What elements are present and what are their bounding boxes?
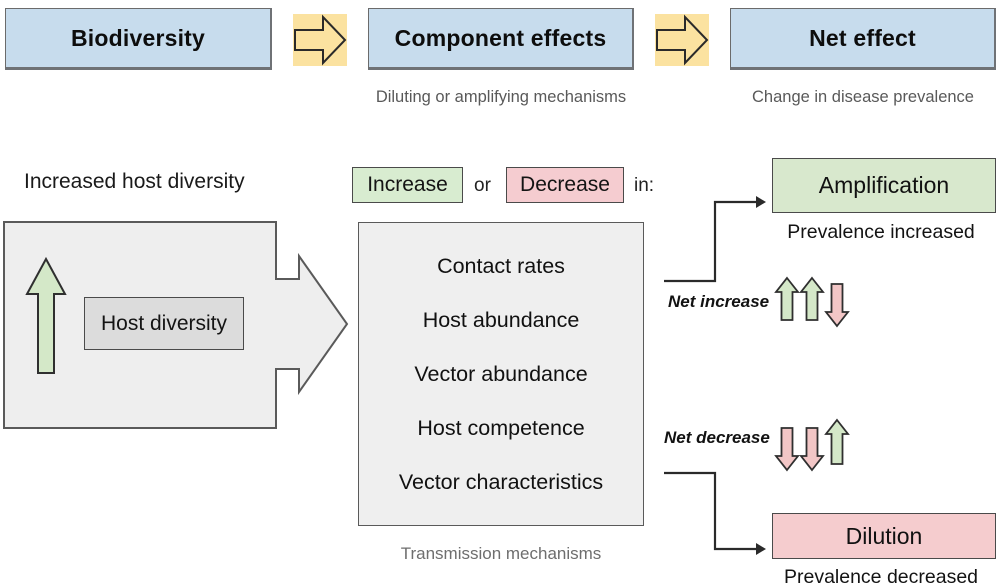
header-box-component-effects-label: Component effects [394, 24, 607, 51]
net-decrease-label: Net decrease [664, 428, 770, 447]
outcome-box-dilution-label: Dilution [845, 522, 923, 549]
header-caption-net-effect: Change in disease prevalence [752, 88, 974, 106]
green-up-arrow-icon [824, 418, 850, 465]
green-up-arrow-icon [799, 276, 825, 321]
net-increase-label: Net increase [668, 292, 770, 311]
list-item: Vector characteristics [398, 469, 604, 494]
elbow-arrow-down-icon [664, 471, 766, 555]
host-diversity-box-label: Host diversity [100, 311, 228, 335]
header-box-biodiversity-label: Biodiversity [70, 24, 206, 51]
outcome-box-amplification: Amplification [772, 158, 996, 213]
elbow-arrow-up-icon [664, 196, 766, 283]
arrow-triplet-net-decrease [774, 418, 850, 472]
green-up-arrow-icon [25, 256, 67, 374]
pill-decrease: Decrease [506, 167, 624, 203]
left-panel-title: Increased host diversity [24, 170, 245, 193]
arrow-triplet-net-increase [774, 276, 850, 328]
host-diversity-box: Host diversity [84, 297, 244, 350]
right-arrow-icon [294, 14, 347, 66]
header-box-biodiversity: Biodiversity [5, 8, 272, 70]
outcome-box-amplification-label: Amplification [818, 172, 950, 198]
chevron-arrow-2 [655, 14, 709, 66]
transmission-mechanisms-caption: Transmission mechanisms [400, 544, 602, 563]
connector-to-dilution [660, 462, 770, 562]
outcome-caption-amplification: Prevalence increased [787, 221, 975, 243]
dilution-arrow-triplet [774, 418, 854, 472]
pill-increase: Increase [352, 167, 463, 203]
header-box-net-effect: Net effect [730, 8, 996, 70]
pill-suffix: in: [634, 175, 655, 196]
green-up-arrow-icon [774, 276, 800, 321]
list-item: Vector abundance [414, 361, 588, 386]
pink-down-arrow-icon [824, 283, 850, 328]
header-box-component-effects: Component effects [368, 8, 634, 70]
list-item: Contact rates [437, 253, 565, 278]
host-diversity-up-arrow [24, 256, 68, 381]
transmission-mechanisms-list: Contact rates Host abundance Vector abun… [359, 223, 643, 525]
pill-increase-label: Increase [367, 173, 448, 196]
connector-to-amplification [660, 192, 770, 292]
amplification-arrow-triplet [774, 276, 854, 328]
pill-conjunction: or [474, 175, 491, 196]
pink-down-arrow-icon [774, 427, 800, 472]
outcome-caption-dilution: Prevalence decreased [783, 566, 979, 588]
header-box-net-effect-label: Net effect [809, 24, 916, 51]
pink-down-arrow-icon [799, 427, 825, 472]
chevron-arrow-1 [293, 14, 347, 66]
right-arrow-icon [656, 14, 709, 66]
outcome-box-dilution: Dilution [772, 513, 996, 559]
list-item: Host abundance [422, 307, 580, 332]
pill-decrease-label: Decrease [520, 173, 610, 196]
list-item: Host competence [417, 415, 585, 440]
header-caption-component-effects: Diluting or amplifying mechanisms [375, 88, 627, 106]
transmission-mechanisms-box: Contact rates Host abundance Vector abun… [358, 222, 644, 526]
